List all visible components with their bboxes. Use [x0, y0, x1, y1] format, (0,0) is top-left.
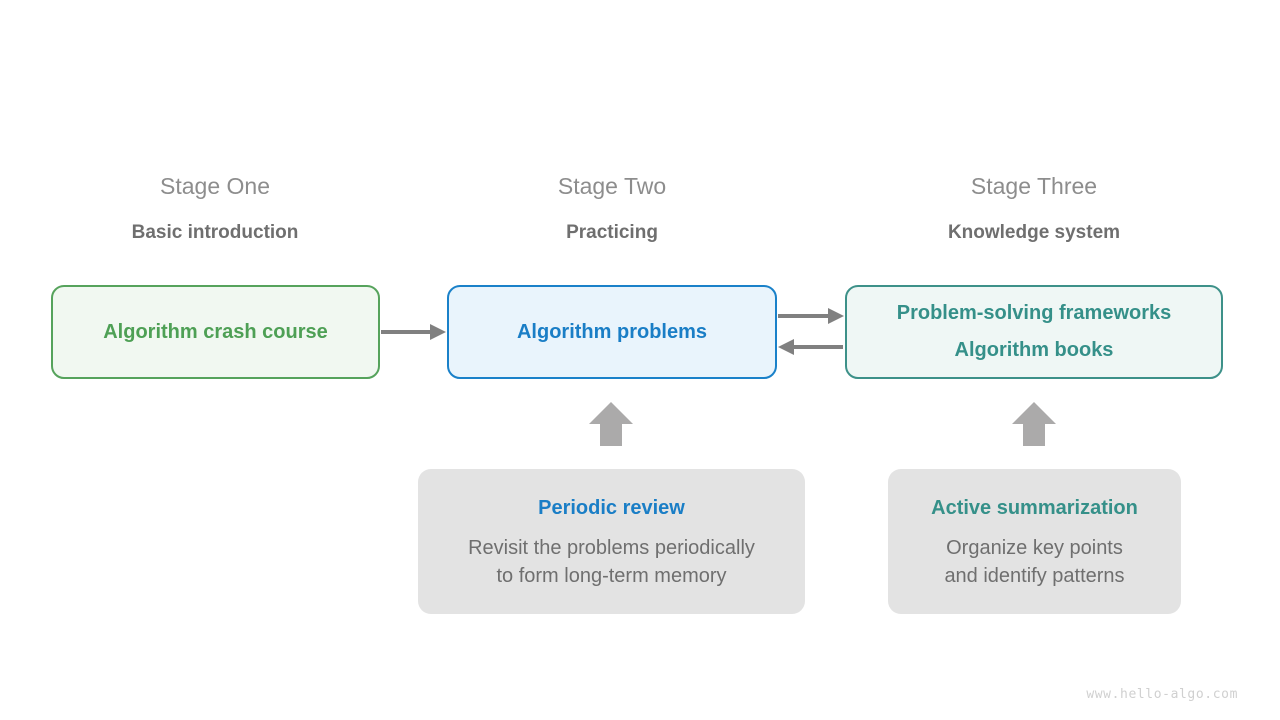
watermark-url: www.hello-algo.com [1086, 687, 1238, 702]
note-body-periodic-review-line-2: to form long-term memory [496, 564, 727, 587]
note-title-active-summarization: Active summarization [931, 496, 1138, 519]
stage-two-box-line-1: Algorithm problems [516, 320, 707, 343]
stage-one-title: Stage One [160, 173, 270, 199]
stage-three-title: Stage Three [970, 173, 1098, 199]
stage-three-box-line-2: Algorithm books [954, 339, 1114, 361]
stage-two-subtitle: Practicing [566, 222, 658, 243]
stage-three-subtitle: Knowledge system [947, 222, 1121, 243]
stage-two-box[interactable]: Algorithm problems [447, 285, 777, 379]
stage-one-subtitle: Basic introduction [131, 222, 299, 243]
note-box-periodic-review[interactable]: Periodic review Revisit the problems per… [418, 469, 805, 614]
note-box-active-summarization[interactable]: Active summarization Organize key points… [888, 469, 1181, 614]
arrow-stage-three-to-stage-two [778, 339, 843, 355]
stage-one-box[interactable]: Algorithm crash course [51, 285, 380, 379]
note-body-periodic-review-line-1: Revisit the problems periodically [468, 536, 755, 559]
note-title-periodic-review: Periodic review [538, 496, 685, 519]
arrow-stage-one-to-stage-two [381, 324, 446, 340]
note-body-active-summarization-line-2: and identify patterns [944, 564, 1125, 587]
arrow-stage-two-to-stage-three [778, 308, 844, 324]
stage-three-box-line-1: Problem-solving frameworks [896, 302, 1172, 324]
arrow-active-summarization-to-stage-three [1012, 402, 1056, 446]
stage-three-box[interactable]: Problem-solving frameworks Algorithm boo… [845, 285, 1223, 379]
stage-one-box-line-1: Algorithm crash course [103, 320, 328, 343]
note-body-active-summarization-line-1: Organize key points [946, 536, 1123, 559]
arrow-periodic-review-to-stage-two [589, 402, 633, 446]
stage-two-title: Stage Two [557, 173, 667, 199]
